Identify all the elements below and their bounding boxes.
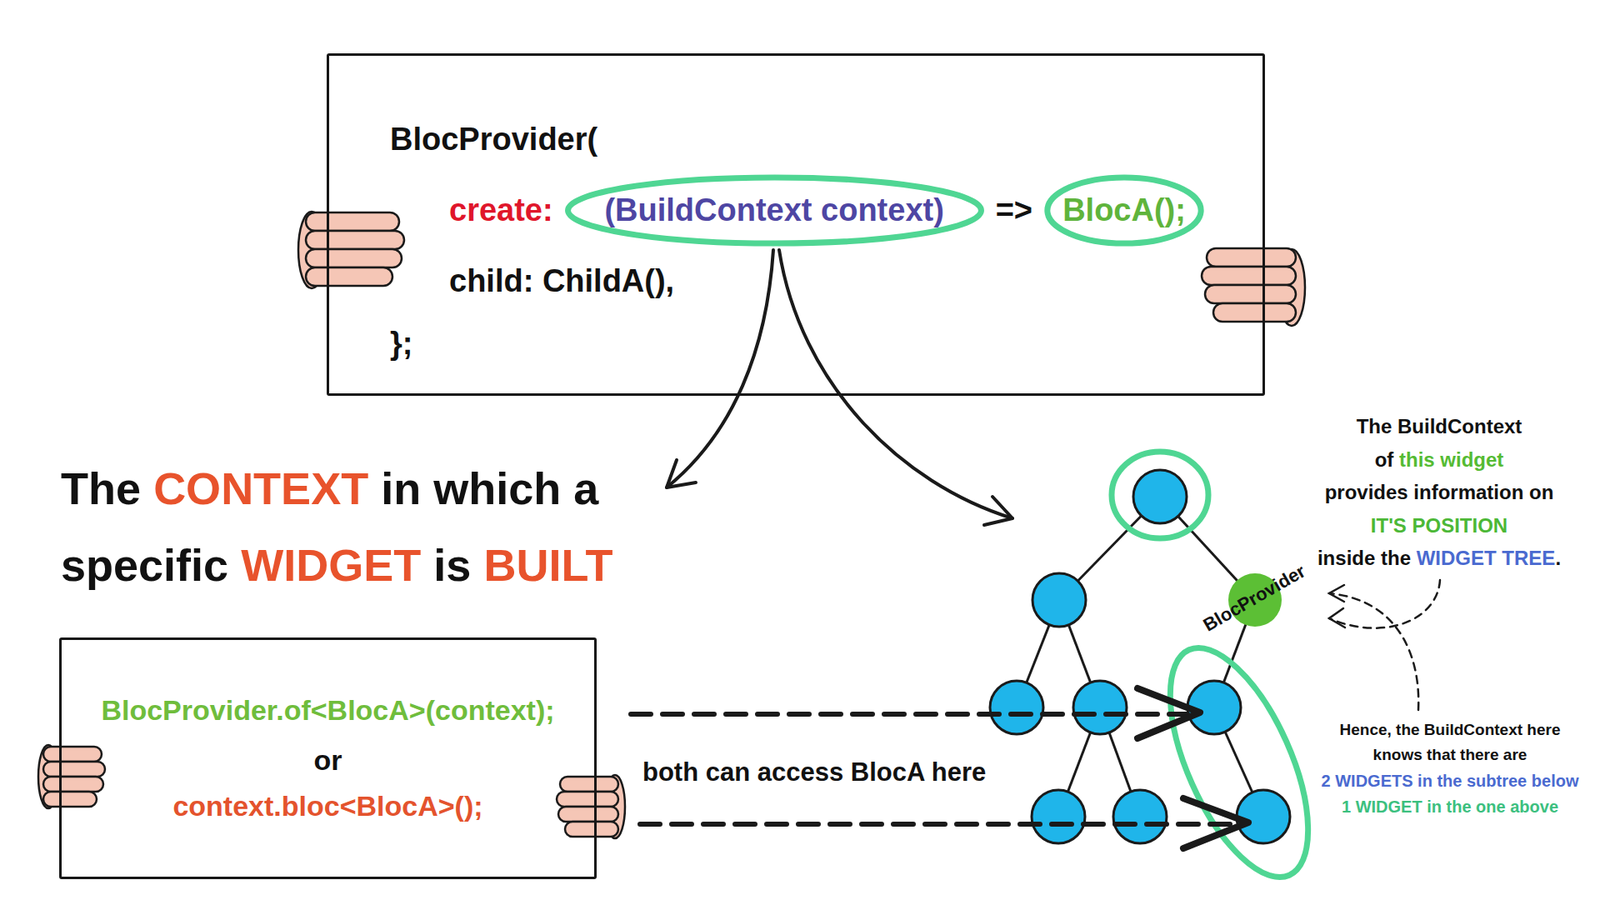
text-group: The BuildContextofthis widgetprovides in… [1297,410,1581,575]
widget-circle [1073,680,1127,735]
curved-arrow [666,250,774,488]
heading-word: BUILT [483,526,613,604]
hand-finger [43,761,105,777]
code-card: BlocProvider( create: => child: ChildA(),};… [326,53,1265,396]
text-line: specificWIDGETisBUILT [60,526,728,604]
arrow-head [1329,585,1345,602]
context-ellipse: (BuildContext context) [565,174,985,247]
annotation-text: provides information on [1325,475,1555,510]
hand-finger [305,230,405,250]
access-card: BlocProvider.of<BlocA>(context); or contex… [59,637,597,880]
code-line: context.bloc<BlocA>(); [172,791,483,820]
annotation-text: inside the [1317,541,1411,575]
annotation-text: of [1375,443,1395,477]
hand-finger [1206,248,1296,267]
widget-circle [990,680,1044,735]
text-line: TheCONTEXTin which a [60,450,728,527]
hand-finger [560,776,619,792]
context-arrows [666,250,1013,525]
hand-finger [305,249,402,268]
heading-word: CONTEXT [153,450,369,527]
dashed-pointer [1329,593,1419,710]
highlight-ellipse [1141,629,1337,897]
hand-finger [305,212,400,231]
arrow-head [984,496,1013,525]
text-line: Hence, the BuildContext here knows that … [1316,717,1584,768]
dashed-arrow [640,821,1242,827]
provider-label: BlocProvider [1199,560,1310,636]
code-line: BlocProvider.of<BlocA>(context); [100,695,555,725]
text-line: 1 WIDGET in the one above [1300,794,1600,820]
annotation-text: The BuildContext [1356,410,1523,444]
arrow-head [1183,798,1249,849]
hand-finger [43,776,104,792]
widget-circle [1236,790,1290,844]
hand-finger [43,791,97,807]
hand-finger [1201,266,1296,285]
heading-word: in which a [380,450,599,527]
widget-circle [1031,790,1085,844]
text-line: both can access BlocA here [642,756,1143,789]
text-line: 2 WIDGETS in the subtree below [1300,768,1600,795]
highlight-ellipse [1111,451,1209,539]
access-note: both can access BlocA here [642,756,986,789]
text-line: The BuildContext [1297,410,1581,444]
annotation-text: Hence, the BuildContext here knows that … [1316,717,1584,768]
arrow-head [666,460,696,488]
annotation-pointers [1329,580,1440,710]
annotation-text: IT'S POSITION [1370,509,1508,543]
code-line: create: [449,194,554,226]
bloc-ellipse: BlocA(); [1044,174,1205,247]
hand-finger [565,821,619,837]
arrow-head [1329,608,1345,628]
heading-word: is [433,526,471,604]
hand-finger [1205,285,1296,304]
highlights [1111,451,1337,896]
code-line: child: ChildA(), [449,265,675,297]
widget-circle [1032,573,1086,627]
heading-word: WIDGET [240,526,421,604]
text-group: both can access BlocA here [642,756,1143,789]
access-arrows [630,688,1249,849]
text-group: Hence, the BuildContext here knows that … [1316,717,1584,768]
annotation-text: this widget [1399,443,1504,477]
text-line: ofthis widget [1297,443,1581,477]
dashed-arrow [630,711,1188,717]
tree-widgets [990,470,1290,844]
widget-circle [1113,790,1167,844]
text-group: 2 WIDGETS in the subtree below1 WIDGET i… [1300,768,1600,820]
annotation-text: 2 WIDGETS in the subtree below [1321,768,1580,795]
code-token: (BuildContext context) [604,194,944,226]
code-line: BlocProvider( [390,123,598,155]
hands [38,211,1305,839]
heading-word: specific [60,526,229,604]
heading-word: The [60,450,141,527]
ellipse-outline [567,176,981,243]
annotation-text: 1 WIDGET in the one above [1341,794,1559,820]
widget-circle [1133,470,1187,524]
annotation-text: WIDGET TREE [1416,541,1556,575]
hand-finger [558,806,619,822]
code-token: BlocA(); [1062,194,1186,226]
text-line: IT'S POSITION [1297,509,1581,543]
dashed-pointer [1329,580,1440,629]
curved-arrow [779,250,1013,519]
ellipse-outline [1047,176,1201,243]
arrow-head [1137,688,1200,739]
code-line: => [995,194,1033,226]
hand-finger [556,791,619,807]
hand-finger [1213,303,1296,322]
hand-finger [43,746,102,762]
hand-finger [305,267,393,286]
code-line: or [314,745,343,775]
text-line: provides information on [1297,475,1581,510]
text-line: inside theWIDGET TREE. [1297,541,1581,575]
code-line: }; [390,327,413,360]
annotation-text: . [1555,541,1561,575]
text-group: TheCONTEXTin which aspecificWIDGETisBUIL… [60,450,728,604]
